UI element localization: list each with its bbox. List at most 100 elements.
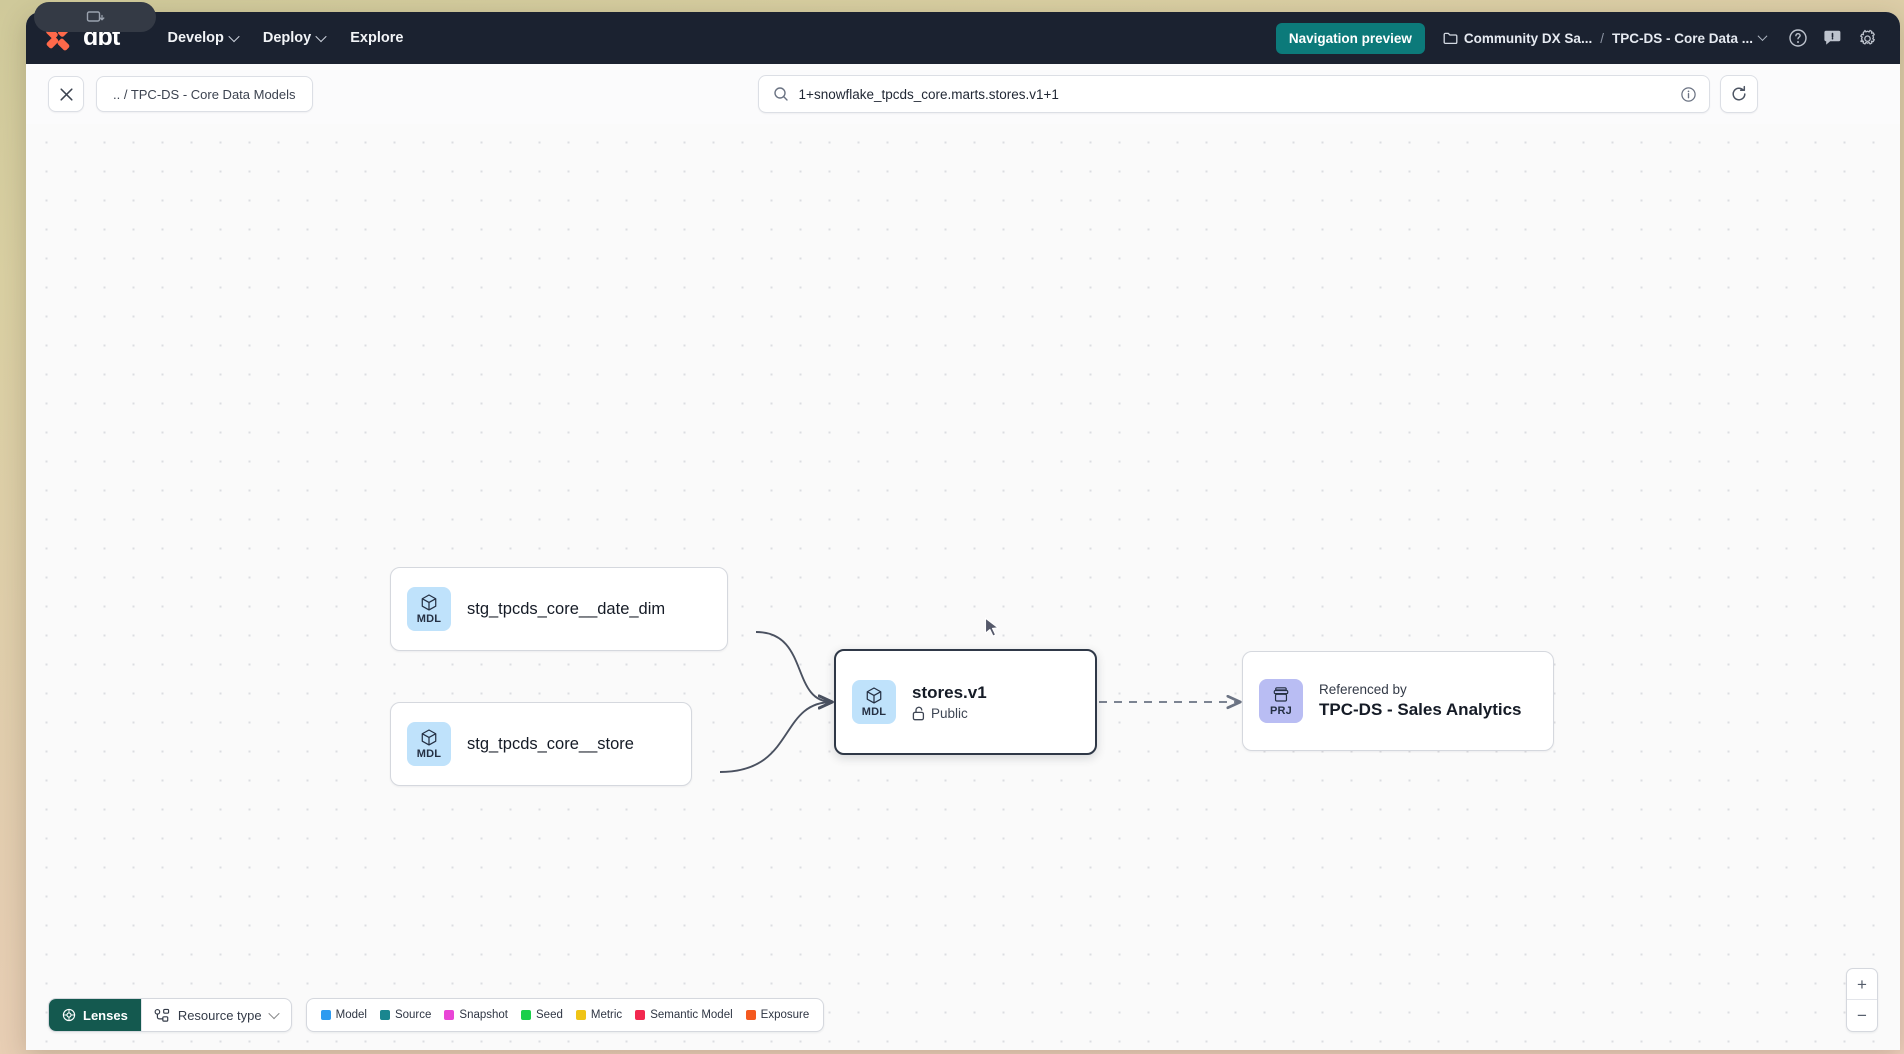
app-window: dbt Develop Deploy Explore Navigation pr…	[26, 12, 1900, 1050]
graph-node-sales-analytics[interactable]: PRJ Referenced by TPC-DS - Sales Analyti…	[1242, 651, 1554, 751]
legend-item[interactable]: Snapshot	[444, 1009, 508, 1021]
chevron-down-icon	[230, 34, 239, 43]
close-button[interactable]	[48, 76, 84, 112]
node-text: Referenced by TPC-DS - Sales Analytics	[1319, 682, 1522, 720]
node-badge-label: MDL	[861, 706, 887, 718]
breadcrumb: Community DX Sa... / TPC-DS - Core Data …	[1443, 31, 1768, 46]
legend-label: Metric	[590, 1009, 623, 1021]
settings-icon[interactable]	[1857, 28, 1878, 49]
lens-control-group: Lenses Resource type	[48, 998, 292, 1032]
nav-item-deploy[interactable]: Deploy	[251, 23, 338, 53]
graph-node-stg-date-dim[interactable]: MDL stg_tpcds_core__date_dim	[390, 567, 728, 651]
node-title: stg_tpcds_core__date_dim	[467, 599, 666, 618]
feedback-icon[interactable]	[1822, 28, 1843, 48]
legend-swatch	[444, 1010, 455, 1020]
legend-swatch	[575, 1010, 586, 1020]
chevron-down-icon	[1759, 34, 1768, 43]
nav-item-develop-label: Develop	[167, 30, 224, 46]
node-text: stg_tpcds_core__date_dim	[467, 600, 665, 619]
legend-item[interactable]: Semantic Model	[635, 1009, 733, 1021]
legend-swatch	[635, 1010, 646, 1020]
window-controls-icon	[86, 11, 105, 22]
chevron-down-icon	[270, 1011, 279, 1020]
node-title: TPC-DS - Sales Analytics	[1319, 700, 1522, 719]
legend-label: Semantic Model	[650, 1009, 733, 1021]
node-text: stg_tpcds_core__store	[467, 735, 634, 754]
legend-item[interactable]: Source	[379, 1009, 432, 1021]
legend-swatch	[379, 1010, 390, 1020]
lenses-button-label: Lenses	[83, 1007, 128, 1023]
cube-icon	[866, 687, 882, 704]
lineage-graph-canvas[interactable]: MDL stg_tpcds_core__date_dim MDL stg_tpc…	[26, 124, 1900, 1050]
unlock-icon	[912, 706, 925, 721]
zoom-out-button[interactable]: −	[1857, 1006, 1867, 1025]
search-icon	[773, 87, 788, 101]
legend-label: Model	[335, 1009, 367, 1021]
top-navigation-bar: dbt Develop Deploy Explore Navigation pr…	[26, 12, 1900, 64]
nav-item-explore-label: Explore	[350, 30, 404, 46]
resource-type-label: Resource type	[177, 1007, 262, 1023]
graph-edges	[719, 631, 1900, 773]
legend-swatch	[521, 1010, 532, 1020]
graph-node-stores-v1[interactable]: MDL stores.v1 Public	[834, 649, 1097, 755]
search-input[interactable]: 1+snowflake_tpcds_core.marts.stores.v1+1	[757, 75, 1710, 113]
refresh-button[interactable]	[1719, 75, 1758, 113]
legend-swatch	[320, 1010, 331, 1020]
refresh-icon	[1732, 85, 1746, 101]
navigation-preview-badge[interactable]: Navigation preview	[1275, 22, 1425, 54]
node-access: Public	[912, 706, 987, 721]
nav-item-develop[interactable]: Develop	[155, 23, 250, 53]
legend-item[interactable]: Seed	[521, 1009, 563, 1021]
breadcrumb-project[interactable]: TPC-DS - Core Data ...	[1612, 31, 1768, 46]
legend-item[interactable]: Model	[320, 1009, 367, 1021]
node-access-label: Public	[931, 706, 968, 721]
node-badge-label: PRJ	[1270, 705, 1292, 717]
help-icon[interactable]	[1788, 28, 1808, 48]
node-badge-label: MDL	[416, 748, 442, 760]
cube-icon	[421, 594, 437, 611]
legend-item[interactable]: Exposure	[745, 1009, 810, 1021]
resource-type-dropdown[interactable]: Resource type	[140, 999, 291, 1031]
node-badge-mdl: MDL	[852, 680, 896, 724]
node-badge-label: MDL	[416, 613, 442, 625]
breadcrumb-account-label: Community DX Sa...	[1463, 30, 1593, 46]
node-badge-mdl: MDL	[407, 587, 451, 631]
nav-icon-group	[1788, 28, 1878, 49]
window-tab-pill[interactable]	[34, 2, 156, 32]
breadcrumb-account[interactable]: Community DX Sa...	[1443, 31, 1592, 46]
legend-label: Seed	[536, 1009, 563, 1021]
legend-label: Exposure	[760, 1009, 810, 1021]
node-title: stores.v1	[912, 683, 987, 702]
node-title: stg_tpcds_core__store	[467, 734, 634, 753]
node-caption: Referenced by	[1319, 682, 1407, 697]
breadcrumb-path-chip[interactable]: .. / TPC-DS - Core Data Models	[96, 76, 313, 112]
breadcrumb-project-label: TPC-DS - Core Data ...	[1611, 30, 1753, 46]
legend-label: Source	[394, 1009, 432, 1021]
node-badge-mdl: MDL	[407, 722, 451, 766]
legend-item[interactable]: Metric	[575, 1009, 623, 1021]
info-icon[interactable]	[1680, 86, 1697, 103]
folder-icon	[1443, 32, 1458, 44]
node-badge-prj: PRJ	[1259, 679, 1303, 723]
legend-label: Snapshot	[459, 1009, 509, 1021]
zoom-in-button[interactable]: +	[1847, 969, 1877, 1000]
graph-toolbar: .. / TPC-DS - Core Data Models 1+snowfla…	[26, 64, 1900, 124]
lens-icon	[62, 1008, 76, 1022]
nav-item-deploy-label: Deploy	[262, 30, 312, 46]
breadcrumb-separator: /	[1600, 30, 1604, 46]
nav-item-explore[interactable]: Explore	[338, 23, 415, 53]
legend-swatch	[745, 1010, 756, 1020]
search-area: 1+snowflake_tpcds_core.marts.stores.v1+1	[757, 75, 1758, 113]
resource-type-legend: Model Source Snapshot Seed Metric Semantic Mo…	[305, 998, 825, 1032]
graph-node-stg-store[interactable]: MDL stg_tpcds_core__store	[390, 702, 692, 786]
search-input-value: 1+snowflake_tpcds_core.marts.stores.v1+1	[798, 86, 1059, 102]
lenses-button[interactable]: Lenses	[49, 999, 141, 1031]
close-icon	[59, 87, 73, 101]
zoom-controls: + −	[1846, 968, 1878, 1032]
node-text: stores.v1 Public	[912, 683, 987, 721]
project-icon	[1273, 687, 1289, 702]
cube-icon	[421, 729, 437, 746]
chevron-down-icon	[317, 34, 326, 43]
resource-type-icon	[154, 1008, 169, 1022]
